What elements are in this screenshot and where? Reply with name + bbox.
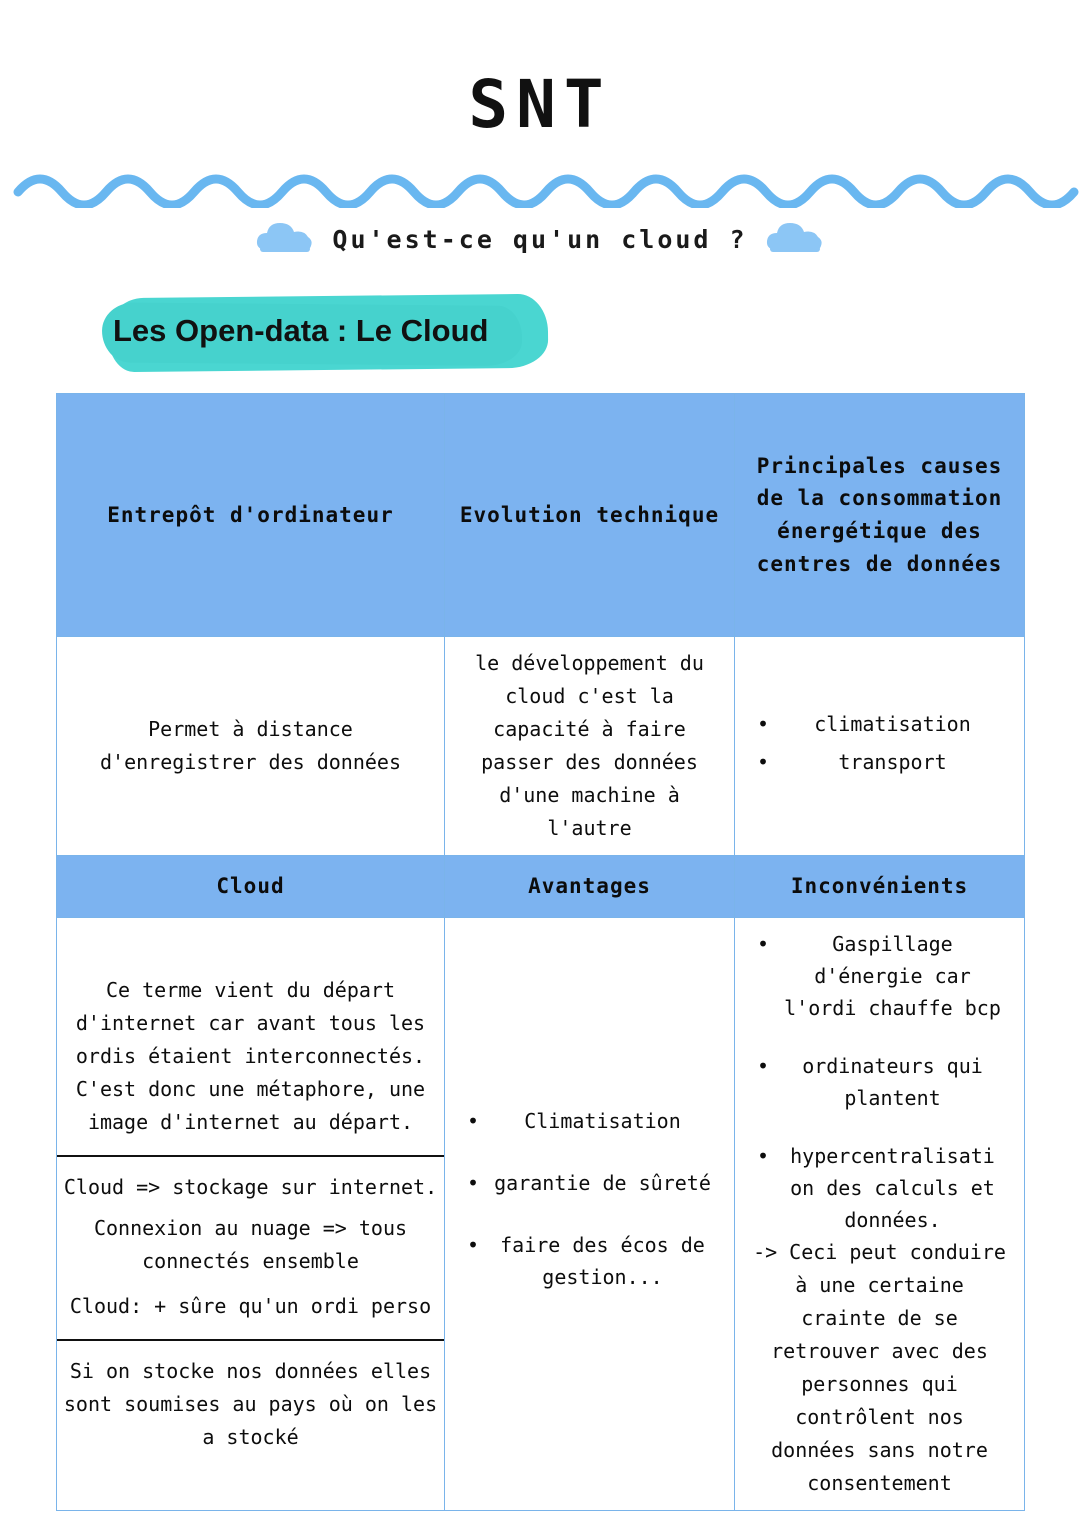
section-heading: Les Open-data : Le Cloud [0, 293, 1080, 373]
table-row: Entrepôt d'ordinateur Evolution techniqu… [56, 393, 1025, 637]
list-item: faire des écos de gestion... [461, 1229, 718, 1293]
subtitle-text: Qu'est-ce qu'un cloud ? [332, 224, 748, 254]
table-cell-cloud: Ce terme vient du départ d'internet car … [56, 917, 445, 1511]
divider [57, 1339, 444, 1341]
cloud-note-2: Connexion au nuage => tous connectés ens… [93, 1216, 408, 1273]
cloud-icon [254, 220, 316, 258]
list-item: Gaspillage d'énergie car l'ordi chauffe … [751, 928, 1008, 1024]
table-cell-inconvenients: Gaspillage d'énergie car l'ordi chauffe … [734, 917, 1025, 1511]
wave-divider [0, 168, 1080, 208]
list-item: Climatisation [461, 1105, 718, 1137]
list-item: ordinateurs qui plantent [751, 1050, 1008, 1114]
bullet-list: Climatisation garantie de sûreté faire d… [457, 1105, 722, 1293]
table-header-cell: Avantages [444, 855, 735, 918]
table-cell-evolution: le développement du cloud c'est la capac… [444, 636, 735, 856]
list-item: transport [751, 746, 1008, 778]
cloud-table: Entrepôt d'ordinateur Evolution techniqu… [56, 393, 1025, 1511]
cloud-icon [764, 220, 826, 258]
table-cell-entrepot: Permet à distance d'enregistrer des donn… [56, 636, 445, 856]
list-item: climatisation [751, 708, 1008, 740]
table-row: Permet à distance d'enregistrer des donn… [56, 636, 1025, 856]
table-header-cell: Evolution technique [444, 393, 735, 637]
section-heading-text: Les Open-data : Le Cloud [113, 313, 489, 348]
table-cell-avantages: Climatisation garantie de sûreté faire d… [444, 917, 735, 1511]
table-row: Cloud Avantages Inconvénients [56, 855, 1025, 918]
table-row: Ce terme vient du départ d'internet car … [56, 917, 1025, 1511]
table-cell-causes: climatisation transport [734, 636, 1025, 856]
table-header-cell: Entrepôt d'ordinateur [56, 393, 445, 637]
table-header-cell: Principales causes de la consommation én… [734, 393, 1025, 637]
cloud-note-4: Si on stocke nos données elles sont soum… [63, 1359, 438, 1449]
page-title: SNT [468, 66, 612, 143]
list-item: garantie de sûreté [461, 1167, 718, 1199]
cloud-note-1: Cloud => stockage sur internet. [63, 1175, 438, 1199]
cloud-definition: Ce terme vient du départ d'internet car … [75, 978, 426, 1134]
bullet-list: Gaspillage d'énergie car l'ordi chauffe … [747, 928, 1012, 1236]
cloud-note-3: Cloud: + sûre qu'un ordi perso [69, 1294, 432, 1318]
inconvenients-tail: -> Ceci peut conduire à une certaine cra… [753, 1240, 1006, 1495]
bullet-list: climatisation transport [747, 708, 1012, 778]
list-item: hypercentralisati on des calculs et donn… [751, 1140, 1008, 1236]
table-header-cell: Cloud [56, 855, 445, 918]
divider [57, 1155, 444, 1157]
subtitle-row: Qu'est-ce qu'un cloud ? [0, 220, 1080, 258]
table-header-cell: Inconvénients [734, 855, 1025, 918]
